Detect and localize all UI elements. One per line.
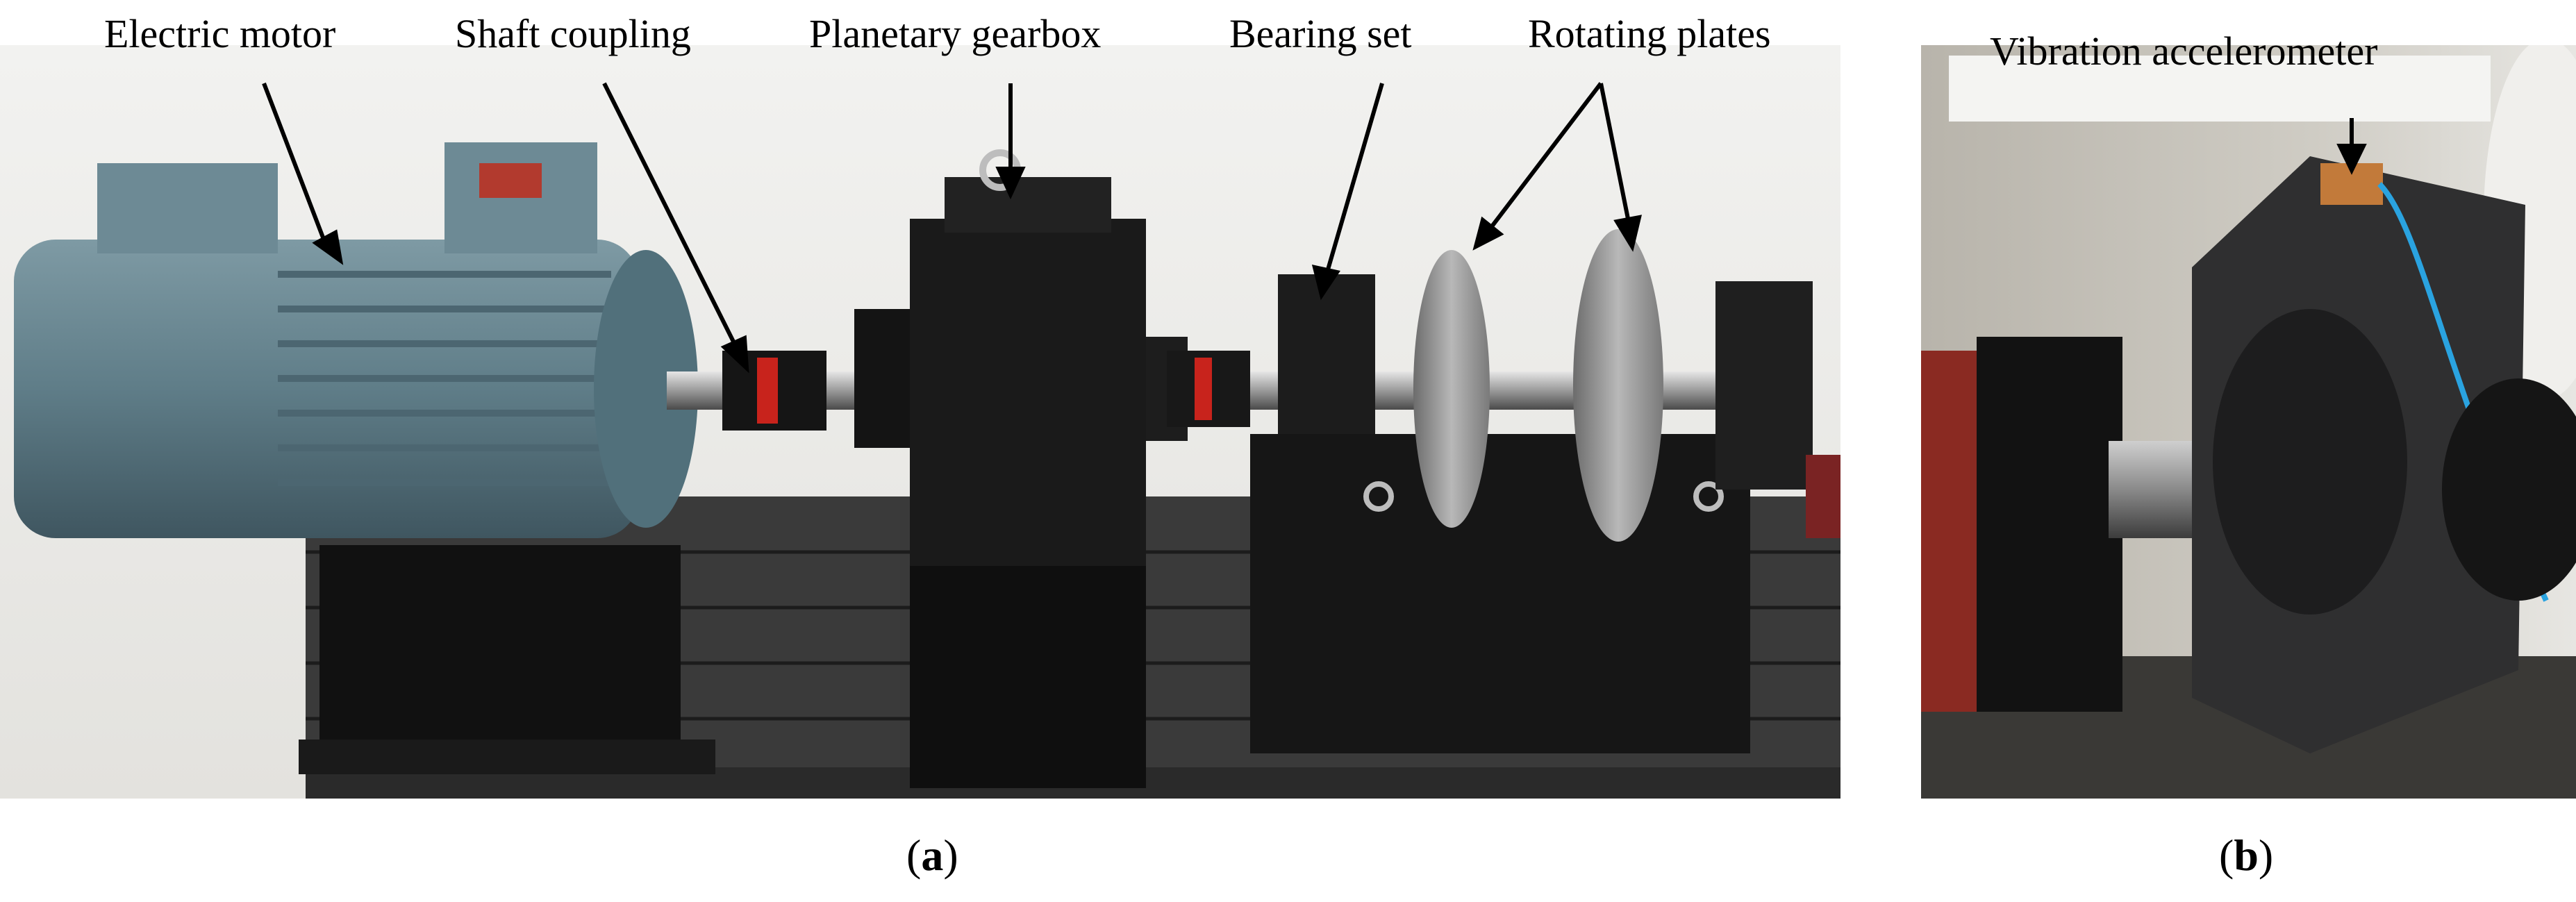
accelerometer-closeup-photo — [1921, 45, 2576, 799]
label-rotating-plates: Rotating plates — [1528, 11, 1771, 56]
caption-b: (b) — [2219, 830, 2274, 880]
label-shaft-coupling: Shaft coupling — [455, 11, 691, 56]
label-vibration-accelerometer: Vibration accelerometer — [1990, 28, 2378, 74]
label-planetary-gearbox: Planetary gearbox — [809, 11, 1102, 56]
test-rig-photo — [0, 45, 1840, 799]
caption-a: (a) — [906, 830, 958, 880]
label-bearing-set: Bearing set — [1229, 11, 1412, 56]
label-electric-motor: Electric motor — [104, 11, 336, 56]
